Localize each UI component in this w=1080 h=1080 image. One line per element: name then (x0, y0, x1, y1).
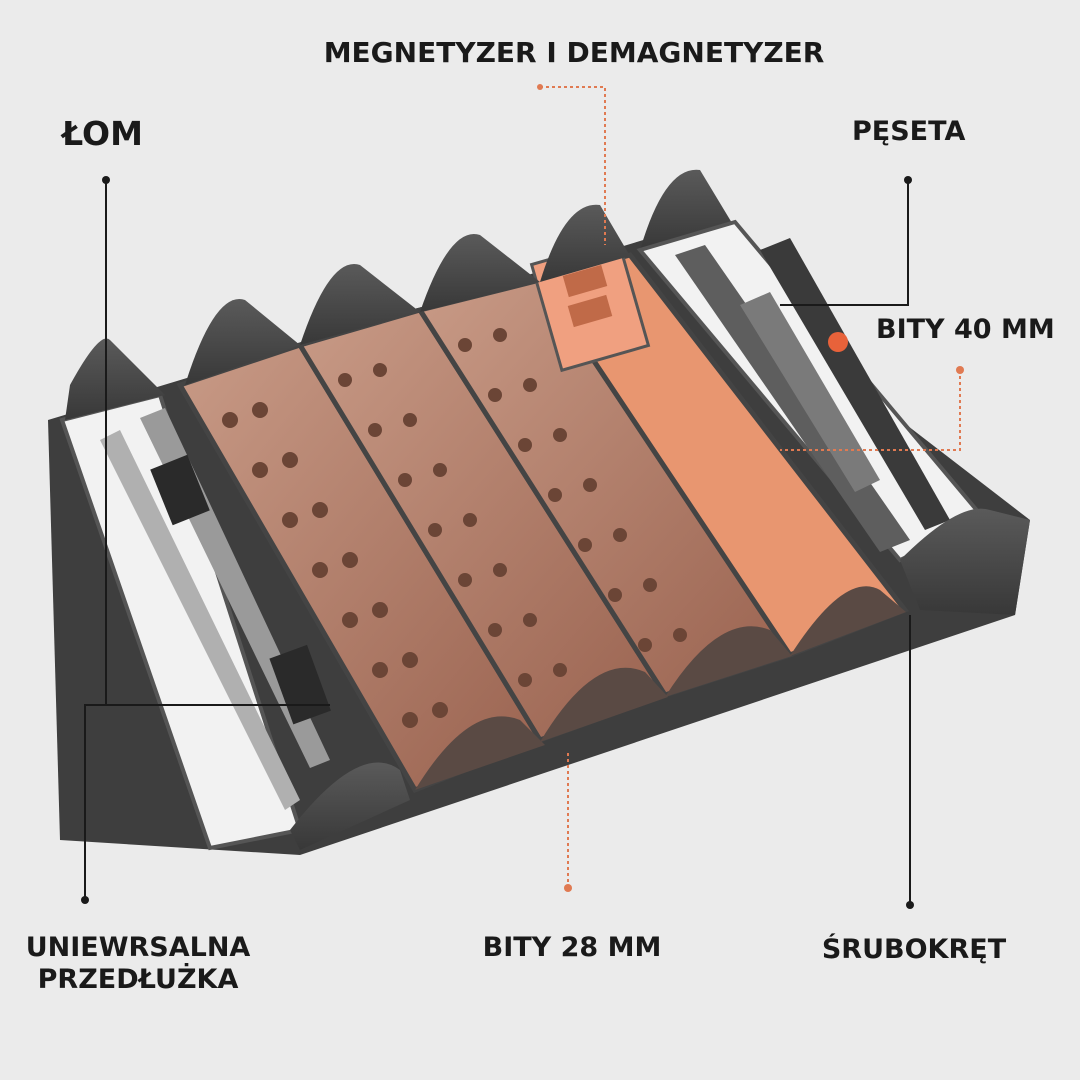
magnetizer-label: MEGNETYZER I DEMAGNETYZER (323, 36, 825, 69)
bit-trays (176, 237, 910, 794)
tweezers-label: PĘSETA (852, 116, 966, 147)
screwdriver-label: ŚRUBOKRĘT (821, 934, 1007, 965)
right-tool-panel (636, 219, 1030, 615)
left-tool-panel (59, 338, 410, 851)
crowbar-label: ŁOM (62, 114, 143, 153)
callout-dots (81, 84, 964, 909)
extension-callout-line (84, 704, 330, 900)
extension-label: UNIEWRSALNA PRZEDŁUŻKA (26, 932, 251, 997)
tweezers-callout-line (780, 180, 909, 306)
magnetizer-callout-line (540, 86, 606, 245)
bits40-callout-line (780, 370, 961, 451)
extension-label-line2: PRZEDŁUŻKA (37, 964, 239, 996)
extension-label-line1: UNIEWRSALNA (25, 932, 251, 963)
callout-lines (84, 86, 961, 905)
bits-40mm-label: BITY 40 MM (876, 314, 1055, 345)
bits-28mm-label: BITY 28 MM (482, 932, 662, 963)
